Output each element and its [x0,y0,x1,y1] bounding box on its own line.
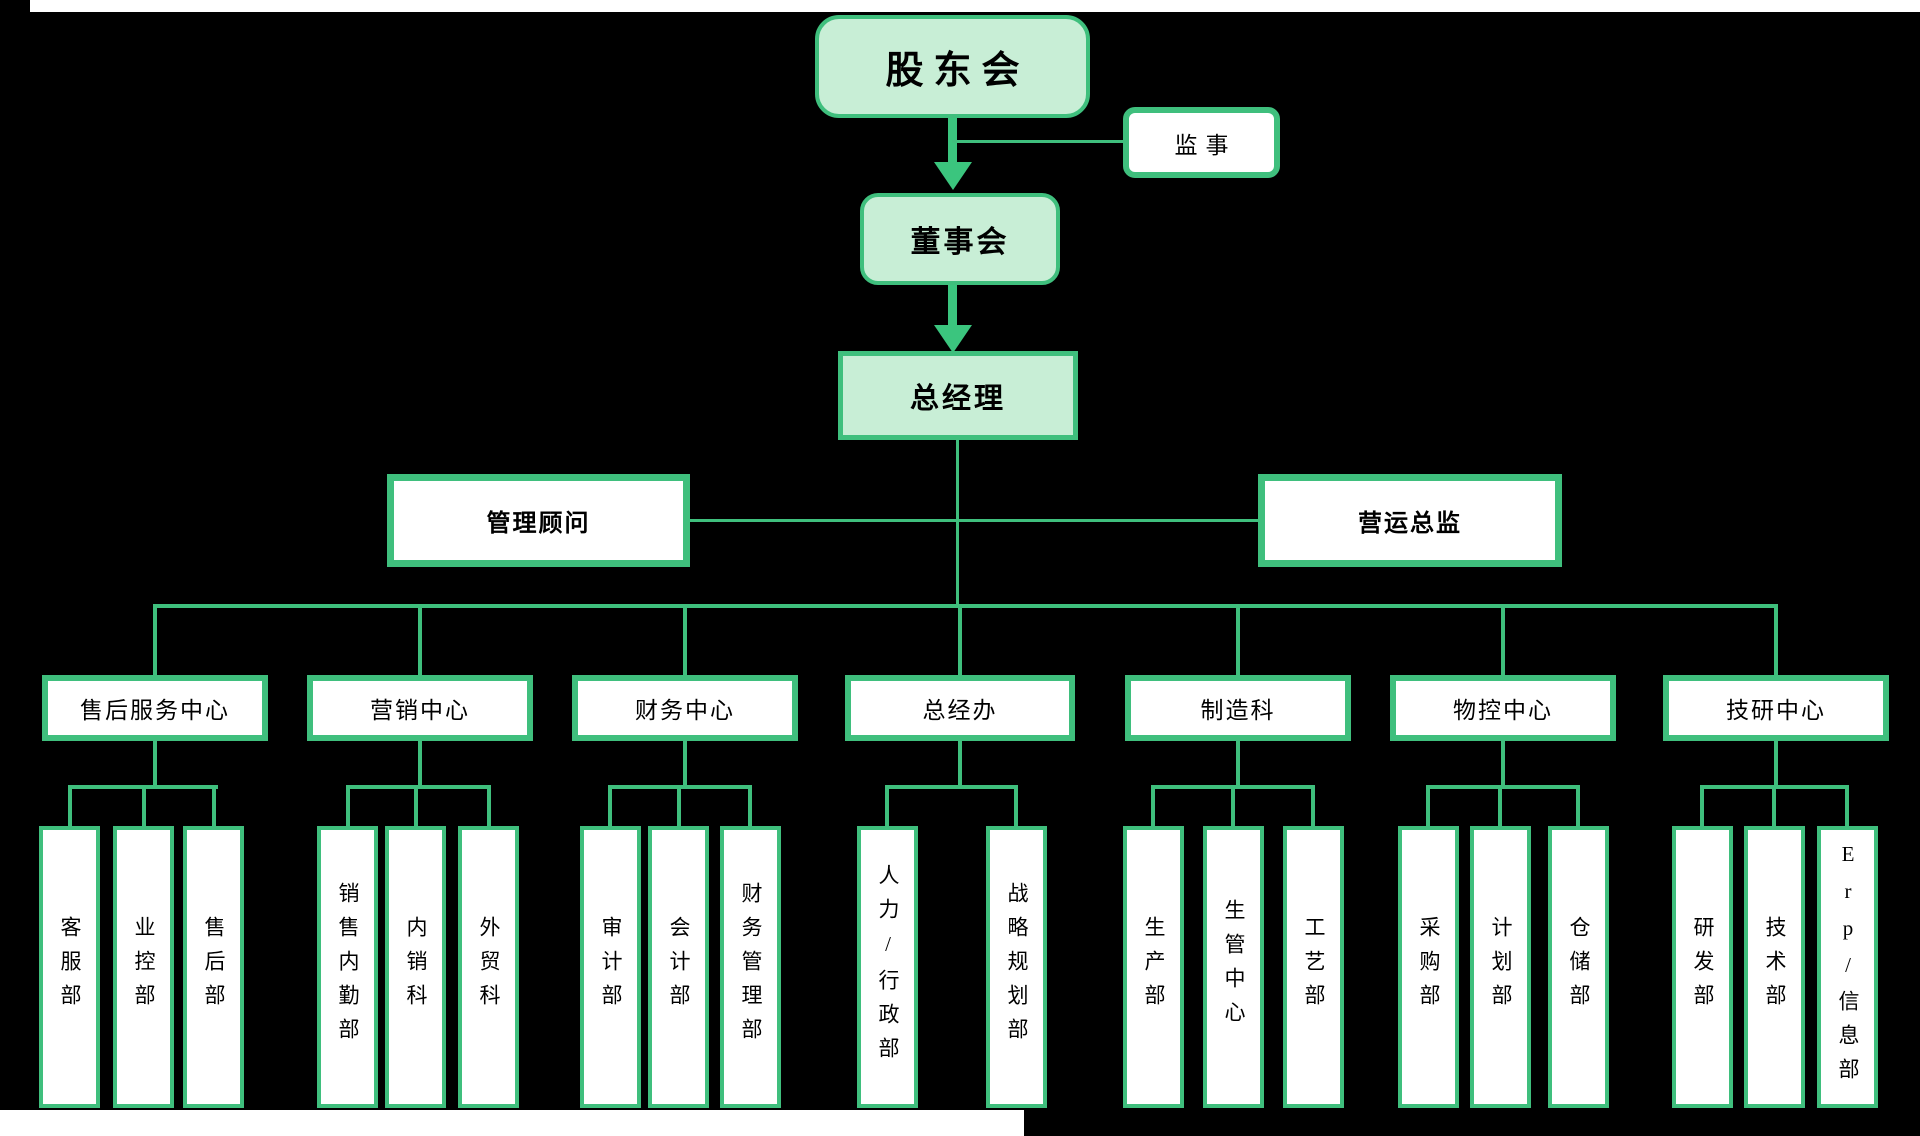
connector-line [608,785,752,789]
bottom-margin-strip [0,1110,1024,1136]
dept-node: 生产部 [1123,826,1184,1108]
dept-node: 审计部 [580,826,641,1108]
connector-line [1498,788,1502,826]
connector-line [885,788,889,826]
connector-line [142,788,146,826]
connector-line [68,788,72,826]
dept-node: 人力/行政部 [857,826,918,1108]
dept-node: 战略规划部 [986,826,1047,1108]
dept-node: 采购部 [1398,826,1459,1108]
connector-line [958,606,962,676]
dept-node: 研发部 [1672,826,1733,1108]
dept-node: 技术部 [1744,826,1805,1108]
node-gm-office: 总经办 [845,675,1075,741]
dept-node: 销售内勤部 [317,826,378,1108]
arrow-down-icon [934,162,972,190]
connector-line [1014,788,1018,826]
connector-line [952,140,1124,143]
dept-node: 仓储部 [1548,826,1609,1108]
connector-line [1700,788,1704,826]
node-material-control-center: 物控中心 [1390,675,1616,741]
connector-line [346,785,491,789]
top-margin-strip [30,0,1920,12]
connector-line [153,604,1778,608]
node-management-consultant: 管理顾问 [387,474,690,567]
connector-line [346,788,350,826]
dept-node: 业控部 [113,826,174,1108]
dept-node: 工艺部 [1283,826,1344,1108]
connector-line [690,519,1258,522]
node-operations-director: 营运总监 [1258,474,1562,567]
connector-line [1311,788,1315,826]
dept-node: 财务管理部 [720,826,781,1108]
connector-line [956,440,959,607]
connector-line [1151,785,1315,789]
connector-line [418,740,422,787]
connector-line [212,788,216,826]
connector-line [1426,788,1430,826]
node-finance-center: 财务中心 [572,675,798,741]
connector-line [1700,785,1849,789]
arrow-down-icon [934,325,972,353]
connector-line [1774,606,1778,676]
connector-line [748,788,752,826]
connector-line [418,606,422,676]
connector-line [1576,788,1580,826]
connector-line [1231,788,1235,826]
node-aftersales-service-center: 售后服务中心 [42,675,268,741]
connector-line [1151,788,1155,826]
connector-line [1772,788,1776,826]
dept-node: 外贸科 [458,826,519,1108]
connector-line [414,788,418,826]
connector-line [958,740,962,787]
connector-line [1774,740,1778,787]
dept-node: Erp/信息部 [1817,826,1878,1108]
dept-node: 内销科 [385,826,446,1108]
connector-line [153,606,157,676]
connector-line [1236,740,1240,787]
connector-line [1236,606,1240,676]
connector-line [683,606,687,676]
dept-node: 会计部 [648,826,709,1108]
node-shareholders-meeting: 股东会 [815,15,1090,118]
connector-line [683,740,687,787]
connector-line [1501,740,1505,787]
node-board-of-directors: 董事会 [860,193,1060,285]
dept-node: 客服部 [39,826,100,1108]
connector-line [677,788,681,826]
dept-node: 售后部 [183,826,244,1108]
node-manufacturing-section: 制造科 [1125,675,1351,741]
dept-node: 计划部 [1470,826,1531,1108]
connector-line [608,788,612,826]
connector-line [68,785,218,789]
dept-node: 生管中心 [1203,826,1264,1108]
node-supervisor: 监事 [1123,107,1280,178]
connector-line [948,285,957,327]
connector-line [487,788,491,826]
connector-line [885,785,1018,789]
connector-line [1501,606,1505,676]
connector-line [1845,788,1849,826]
node-tech-research-center: 技研中心 [1663,675,1889,741]
node-general-manager: 总经理 [838,351,1078,440]
connector-line [1426,785,1580,789]
node-marketing-center: 营销中心 [307,675,533,741]
connector-line [153,740,157,787]
